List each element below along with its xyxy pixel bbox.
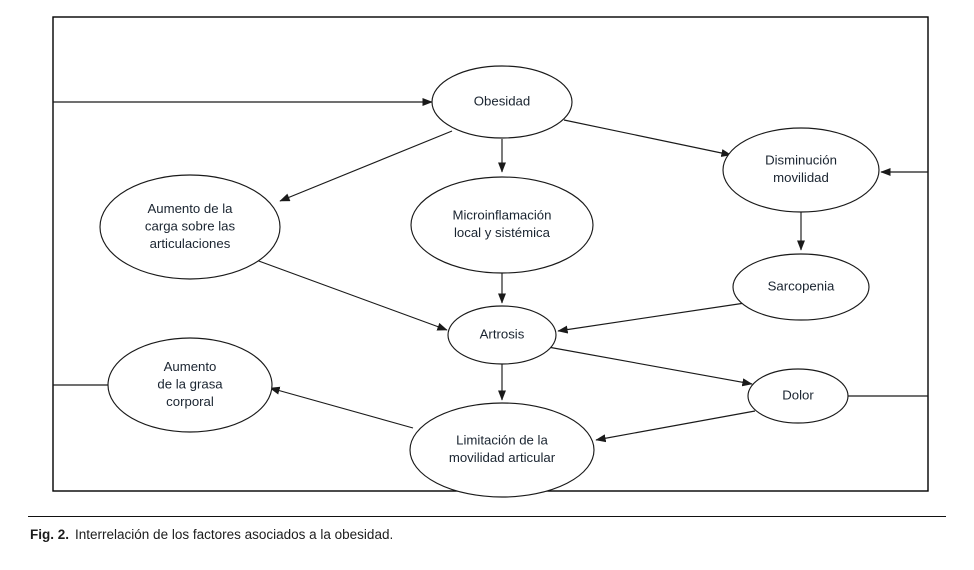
node-dolor: Dolor [747,368,849,424]
node-label-limitacion-movilidad: movilidad articular [449,450,556,465]
node-shape-obesidad [431,65,573,139]
edge-obesidad-to-disminucion-movilidad [563,119,732,157]
node-shape-microinflamacion [410,176,594,274]
figure-caption: Fig. 2. Interrelación de los factores aso… [30,527,393,542]
node-shape-sarcopenia [732,253,870,321]
node-disminucion-movilidad: Disminución movilidad [722,127,880,213]
caption-body: Interrelación de los factores asociados … [75,527,394,542]
node-label-obesidad: Obesidad [474,93,530,108]
node-label-disminucion-movilidad: Disminución [765,153,837,168]
caption-divider [28,516,946,517]
node-label-aumento-carga: articulaciones [150,236,231,251]
node-label-disminucion-movilidad: movilidad [773,170,829,185]
node-label-dolor: Dolor [782,387,814,402]
edges-layer [52,97,929,443]
caption-label: Fig. 2. [30,527,70,542]
node-shape-aumento-grasa [107,337,273,433]
node-aumento-grasa: Aumento de la grasa corporal [107,337,273,433]
node-shape-aumento-carga [99,174,281,280]
edge-limitacion-to-aumento-grasa [269,386,414,429]
edge-aumento-carga-to-artrosis [255,259,448,331]
node-shape-limitacion-movilidad [409,402,595,498]
node-obesidad: Obesidad [431,65,573,139]
edge-dolor-to-limitacion [595,410,756,443]
node-label-aumento-carga: Aumento de la [147,201,233,216]
edge-sarcopenia-to-artrosis [557,302,746,334]
node-label-microinflamacion: Microinflamación [453,208,552,223]
node-aumento-carga: Aumento de la carga sobre las articulacion… [99,174,281,280]
node-label-limitacion-movilidad: Limitación de la [456,433,548,448]
edge-dolor-to-disminucion-movilidad-loop [848,167,929,397]
node-shape-dolor [747,368,849,424]
edge-obesidad-to-aumento-carga [279,130,453,202]
node-label-artrosis: Artrosis [480,326,525,341]
node-label-microinflamacion: local y sistémica [454,225,551,240]
node-label-aumento-carga: carga sobre las [145,218,236,233]
node-label-aumento-grasa: de la grasa [157,376,223,391]
edge-aumento-grasa-to-obesidad-loop [52,97,433,386]
node-shape-disminucion-movilidad [722,127,880,213]
node-label-aumento-grasa: corporal [166,394,214,409]
edge-artrosis-to-dolor [547,346,753,387]
node-limitacion-movilidad: Limitación de la movilidad articular [409,402,595,498]
node-artrosis: Artrosis [447,305,557,365]
node-label-aumento-grasa: Aumento [164,359,217,374]
node-label-sarcopenia: Sarcopenia [768,278,835,293]
node-sarcopenia: Sarcopenia [732,253,870,321]
node-microinflamacion: Microinflamación local y sistémica [410,176,594,274]
node-shape-artrosis [447,305,557,365]
